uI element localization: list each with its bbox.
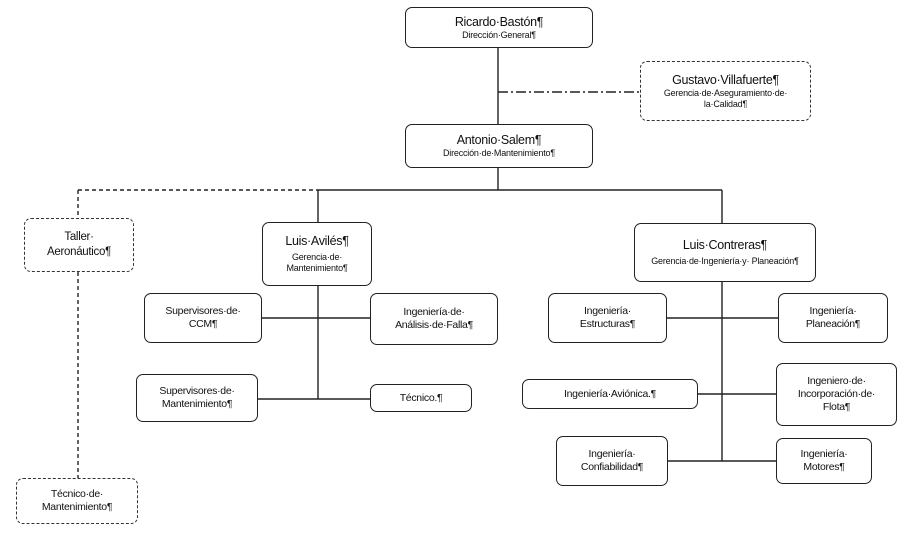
node-ingenieria-confiabilidad: Ingeniería· Confiabilidad¶ bbox=[556, 436, 668, 486]
node-gustavo-villafuerte: Gustavo·Villafuerte¶ Gerencia·de·Asegura… bbox=[640, 61, 811, 121]
node-supervisores-ccm: Supervisores·de· CCM¶ bbox=[144, 293, 262, 343]
node-role: Gerencia·de·Ingeniería·y· Planeación¶ bbox=[651, 256, 799, 266]
node-tecnico: Técnico.¶ bbox=[370, 384, 472, 412]
node-name: Ingeniería· Confiabilidad¶ bbox=[580, 448, 644, 473]
node-name: Luis·Contreras¶ bbox=[682, 238, 768, 252]
node-role: Gerencia·de·Aseguramiento·de· la·Calidad… bbox=[663, 87, 788, 109]
node-antonio-salem: Antonio·Salem¶ Dirección·de·Mantenimient… bbox=[405, 124, 593, 168]
node-taller-aeronautico: Taller· Aeronáutico¶ bbox=[24, 218, 134, 272]
node-role: Dirección·de·Mantenimiento¶ bbox=[443, 148, 555, 158]
node-name: Supervisores·de· CCM¶ bbox=[165, 305, 241, 330]
node-name: Supervisores·de· Mantenimiento¶ bbox=[159, 385, 235, 410]
node-role: Gerencia·de· Mantenimiento¶ bbox=[286, 252, 348, 273]
node-supervisores-mantenimiento: Supervisores·de· Mantenimiento¶ bbox=[136, 374, 258, 422]
node-name: Ingeniería· Estructuras¶ bbox=[579, 305, 636, 330]
node-ingenieria-planeacion: Ingeniería· Planeación¶ bbox=[778, 293, 888, 343]
node-ingenieria-motores: Ingeniería· Motores¶ bbox=[776, 438, 872, 484]
node-name: Antonio·Salem¶ bbox=[456, 133, 542, 147]
node-name: Técnico·de· Mantenimiento¶ bbox=[41, 488, 113, 513]
node-name: Ricardo·Bastón¶ bbox=[454, 14, 544, 29]
node-ingeniero-incorporacion-flota: Ingeniero·de· Incorporación·de· Flota¶ bbox=[776, 363, 897, 426]
node-name: Técnico.¶ bbox=[399, 391, 443, 404]
node-ricardo-baston: Ricardo·Bastón¶ Dirección·General¶ bbox=[405, 7, 593, 48]
node-ingenieria-avionica: Ingeniería·Aviónica.¶ bbox=[522, 379, 698, 409]
node-name: Ingeniero·de· Incorporación·de· Flota¶ bbox=[797, 375, 876, 413]
node-name: Ingeniería· Motores¶ bbox=[800, 448, 848, 473]
node-name: Ingeniería· Planeación¶ bbox=[805, 305, 861, 330]
node-luis-aviles: Luis·Avilés¶ Gerencia·de· Mantenimiento¶ bbox=[262, 222, 372, 286]
node-luis-contreras: Luis·Contreras¶ Gerencia·de·Ingeniería·y… bbox=[634, 223, 816, 282]
node-ingenieria-estructuras: Ingeniería· Estructuras¶ bbox=[548, 293, 667, 343]
node-name: Gustavo·Villafuerte¶ bbox=[672, 72, 779, 87]
node-tecnico-mantenimiento: Técnico·de· Mantenimiento¶ bbox=[16, 478, 138, 524]
node-name: Ingeniería·de· Análisis·de·Falla¶ bbox=[395, 306, 473, 331]
node-role: Dirección·General¶ bbox=[462, 29, 536, 40]
node-name: Ingeniería·Aviónica.¶ bbox=[564, 387, 656, 400]
node-name: Taller· Aeronáutico¶ bbox=[47, 231, 111, 258]
node-name: Luis·Avilés¶ bbox=[285, 234, 349, 248]
node-ingenieria-analisis-falla: Ingeniería·de· Análisis·de·Falla¶ bbox=[370, 293, 498, 345]
